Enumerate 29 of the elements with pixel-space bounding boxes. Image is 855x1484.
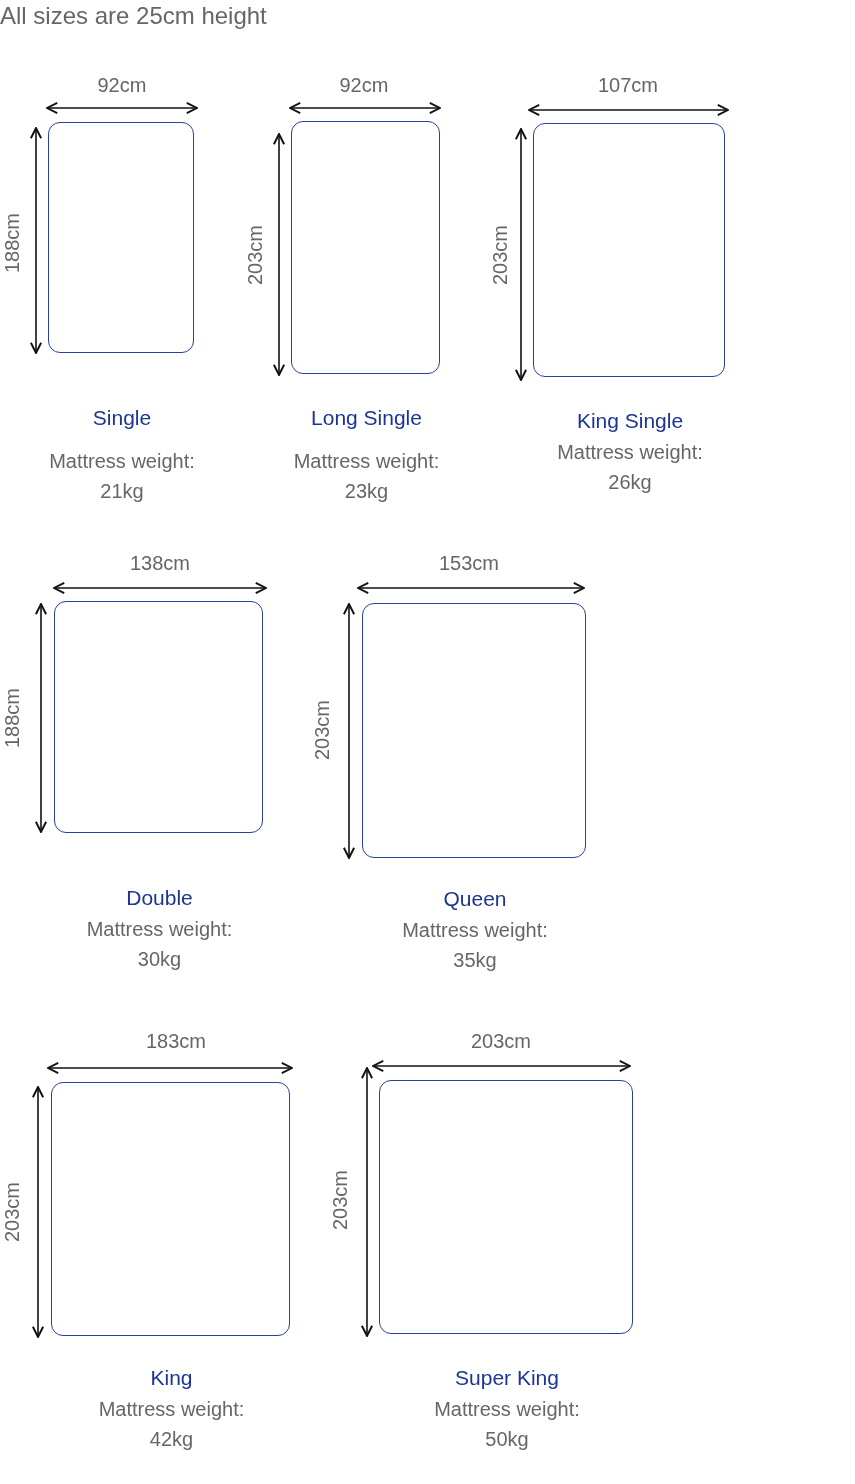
size-name: King — [150, 1366, 193, 1390]
weight-note: Mattress weight: 26kg — [556, 440, 704, 495]
dimension-label: 203cm — [471, 1029, 532, 1053]
weight-note: Mattress weight: 35kg — [401, 918, 549, 973]
dimension-label: 138cm — [130, 551, 191, 575]
dimension-label: 203cm — [243, 225, 267, 285]
size-name: Single — [92, 406, 152, 430]
size-name: Super King — [455, 1366, 559, 1390]
dimension-label: 188cm — [0, 688, 24, 748]
dimension-label: 203cm — [310, 700, 334, 760]
weight-note: Mattress weight: 50kg — [433, 1397, 581, 1452]
weight-note: Mattress weight: 30kg — [85, 917, 234, 972]
size-name: Double — [126, 886, 193, 910]
size-name: Queen — [443, 887, 507, 911]
dimension-label: 203cm — [0, 1182, 24, 1242]
dimension-label: 107cm — [598, 73, 659, 97]
dimension-label: 92cm — [97, 73, 147, 97]
dimension-label: 92cm — [339, 73, 389, 97]
title: All sizes are 25cm height — [0, 2, 267, 30]
size-name: King Single — [576, 409, 684, 433]
dimension-label: 183cm — [146, 1029, 207, 1053]
dimension-label: 188cm — [0, 213, 24, 273]
weight-note: Mattress weight: 42kg — [97, 1397, 246, 1452]
dimension-label: 153cm — [439, 551, 500, 575]
dimension-label: 203cm — [328, 1170, 352, 1230]
weight-note: Mattress weight: 21kg — [48, 449, 196, 504]
dimension-label: 203cm — [488, 225, 512, 285]
size-name: Long Single — [311, 406, 422, 430]
weight-note: Mattress weight: 23kg — [292, 449, 441, 504]
